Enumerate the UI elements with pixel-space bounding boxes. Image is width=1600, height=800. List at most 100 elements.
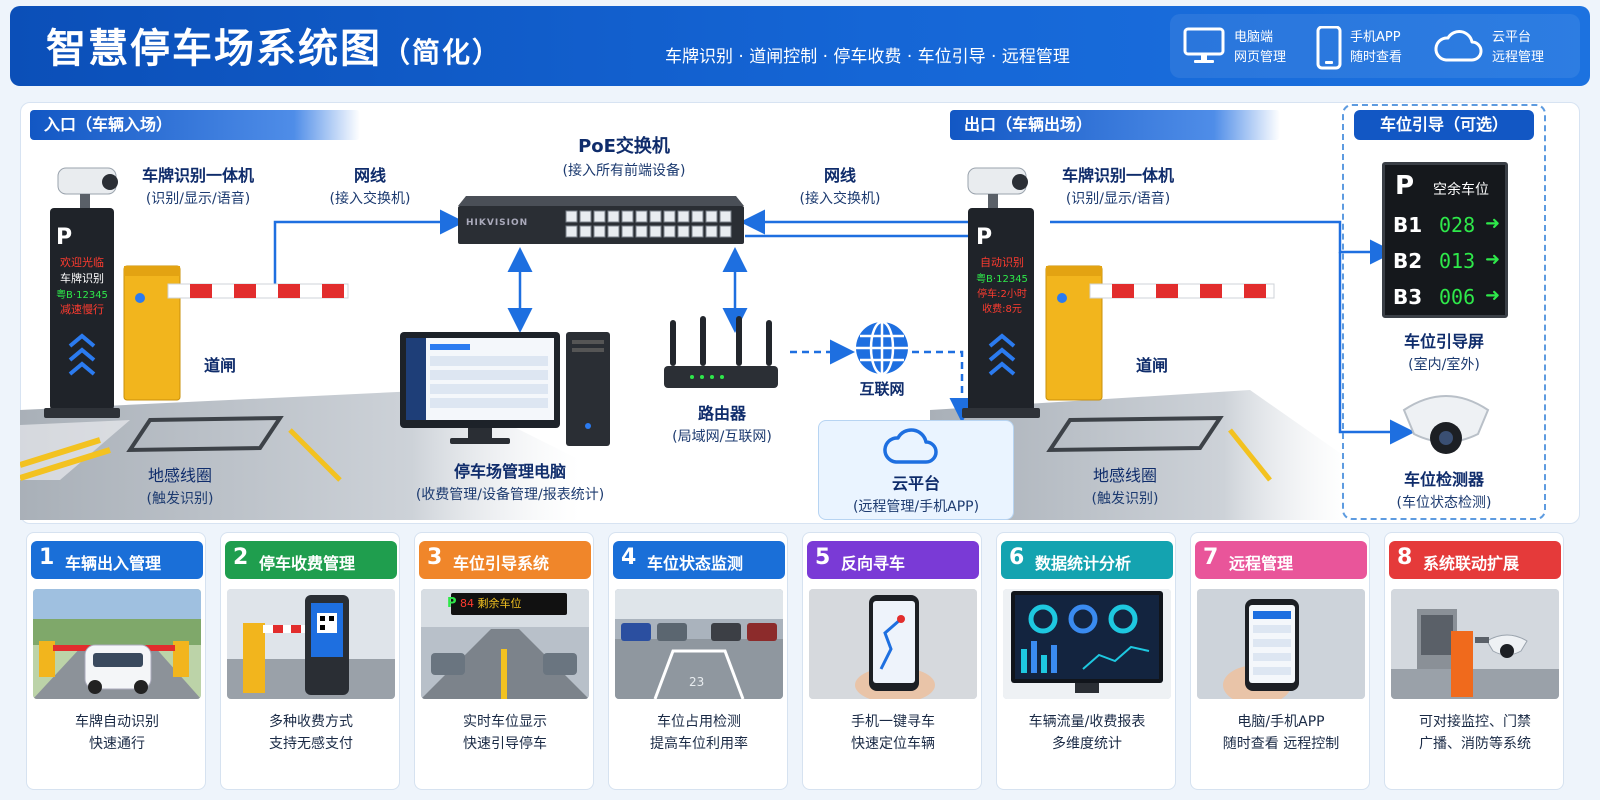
guide-sign-overlay: P 84 剩余车位 bbox=[447, 595, 563, 615]
entry-lpr-terminal bbox=[44, 167, 120, 418]
feature-card-desc-line1: 电脑/手机APP bbox=[1237, 714, 1325, 730]
entry-wire-label: 网线 (接入交换机) bbox=[310, 162, 430, 208]
feature-card-title: 系统联动扩展 bbox=[1423, 554, 1520, 573]
feature-card-number: 6 bbox=[1009, 545, 1025, 570]
cloud-icon bbox=[1434, 30, 1483, 62]
header-banner: 智慧停车场系统图（简化） 车牌识别 · 道闸控制 · 停车收费 · 车位引导 ·… bbox=[10, 6, 1590, 86]
feature-card-header: 4 车位状态监测 bbox=[613, 541, 785, 579]
feature-card-photo bbox=[1003, 589, 1171, 699]
cloud-label: 云平台 (远程管理/手机APP) bbox=[818, 470, 1014, 516]
exit-section-label: 出口（车辆出场） bbox=[950, 110, 1280, 140]
guide-screen-header: 空余车位 bbox=[1433, 182, 1489, 198]
exit-wire-label: 网线 (接入交换机) bbox=[780, 162, 900, 208]
switch-port bbox=[579, 210, 592, 223]
entry-loop-title: 地感线圈 bbox=[147, 466, 212, 485]
exit-wire-sub: (接入交换机) bbox=[799, 191, 881, 207]
feature-card-photo: 23 bbox=[615, 589, 783, 699]
entry-loop-sub: (触发识别) bbox=[146, 491, 214, 507]
header-item-cloud-line1: 云平台 bbox=[1492, 30, 1532, 45]
switch-port bbox=[677, 210, 690, 223]
entry-display-line1: 欢迎光临 bbox=[60, 256, 104, 269]
feature-card-photo bbox=[1197, 589, 1365, 699]
feature-card-desc-line2: 广播、消防等系统 bbox=[1419, 736, 1531, 752]
monitor-icon bbox=[1183, 27, 1225, 63]
feature-card-number: 3 bbox=[427, 545, 443, 570]
feature-card-title: 车辆出入管理 bbox=[65, 554, 162, 573]
exit-road bbox=[930, 390, 1350, 520]
parking-spot-number: 23 bbox=[689, 675, 705, 689]
exit-loop-label: 地感线圈 (触发识别) bbox=[1060, 462, 1190, 508]
guide-sign-count: 84 bbox=[460, 597, 475, 610]
pc-title: 停车场管理电脑 bbox=[453, 462, 566, 481]
switch-port bbox=[719, 225, 732, 238]
guide-sign-p: P bbox=[447, 596, 457, 611]
feature-card-title: 停车收费管理 bbox=[259, 554, 356, 573]
feature-card-1: 1 车辆出入管理 车牌自动识别快速通行 bbox=[26, 532, 206, 790]
feature-card-desc-line2: 快速通行 bbox=[89, 736, 145, 752]
guide-row-count: 006 bbox=[1439, 285, 1476, 309]
header-feature-icons: 电脑端 网页管理 手机APP 随时查看 云平台 远程管理 bbox=[1170, 14, 1580, 78]
switch-port bbox=[607, 225, 620, 238]
router-label: 路由器 (局域网/互联网) bbox=[650, 400, 794, 446]
pc-sub: (收费管理/设备管理/报表统计) bbox=[415, 487, 605, 503]
exit-display-line4: 收费:8元 bbox=[982, 304, 1022, 315]
feature-card-photo: P 84 剩余车位 bbox=[421, 589, 589, 699]
feature-card-header: 3 车位引导系统 bbox=[419, 541, 591, 579]
entry-display-p: P bbox=[56, 225, 73, 250]
arrow-right-icon: ➜ bbox=[1485, 249, 1501, 270]
feature-card-number: 4 bbox=[621, 545, 637, 570]
feature-card-desc-line1: 车位占用检测 bbox=[657, 714, 741, 730]
entry-display-line2: 车牌识别 bbox=[60, 272, 104, 285]
switch-port bbox=[565, 210, 578, 223]
switch-port bbox=[607, 210, 620, 223]
entry-camera-title: 车牌识别一体机 bbox=[141, 166, 254, 185]
header-item-pc-line2: 网页管理 bbox=[1234, 50, 1287, 65]
feature-card-number: 2 bbox=[233, 545, 249, 570]
switch-port bbox=[719, 210, 732, 223]
exit-camera-title: 车牌识别一体机 bbox=[1061, 166, 1174, 185]
internet-label: 互联网 bbox=[859, 380, 905, 398]
switch-port bbox=[705, 210, 718, 223]
feature-card-desc-line1: 车牌自动识别 bbox=[75, 714, 159, 730]
feature-card-desc-line2: 快速引导停车 bbox=[463, 736, 547, 752]
entry-wire-sub: (接入交换机) bbox=[329, 191, 411, 207]
feature-card-photo bbox=[1391, 589, 1559, 699]
guide-screen-p: P bbox=[1395, 171, 1415, 201]
page-title-suffix: （简化） bbox=[382, 36, 503, 69]
feature-card-title: 车位状态监测 bbox=[647, 554, 744, 573]
switch-port bbox=[663, 225, 676, 238]
detector-sub: (车位状态检测) bbox=[1396, 495, 1492, 511]
router-sub: (局域网/互联网) bbox=[672, 429, 772, 445]
feature-card-photo bbox=[33, 589, 201, 699]
switch-port bbox=[621, 210, 634, 223]
feature-card-title: 车位引导系统 bbox=[453, 554, 550, 573]
entry-loop-label: 地感线圈 (触发识别) bbox=[115, 462, 245, 508]
exit-camera-sub: (识别/显示/语音) bbox=[1065, 191, 1171, 207]
exit-barrier-gate bbox=[1045, 265, 1275, 401]
switch-port bbox=[621, 225, 634, 238]
router-title: 路由器 bbox=[697, 404, 746, 423]
guide-row-floor: B3 bbox=[1393, 285, 1423, 309]
switch-port bbox=[691, 225, 704, 238]
phone-icon bbox=[1316, 26, 1342, 70]
entry-wire-title: 网线 bbox=[353, 166, 386, 185]
feature-card-title: 数据统计分析 bbox=[1035, 554, 1132, 573]
exit-display-line1: 自动识别 bbox=[980, 256, 1024, 269]
guide-row-count: 013 bbox=[1439, 249, 1476, 273]
exit-display-p: P bbox=[976, 225, 993, 250]
exit-camera-label: 车牌识别一体机 (识别/显示/语音) bbox=[1038, 162, 1198, 208]
guide-row-floor: B1 bbox=[1393, 213, 1423, 237]
exit-wire-title: 网线 bbox=[823, 166, 856, 185]
entry-camera-label: 车牌识别一体机 (识别/显示/语音) bbox=[118, 162, 278, 208]
guide-screen-title: 车位引导屏 bbox=[1403, 332, 1484, 351]
feature-card-number: 1 bbox=[39, 545, 55, 570]
